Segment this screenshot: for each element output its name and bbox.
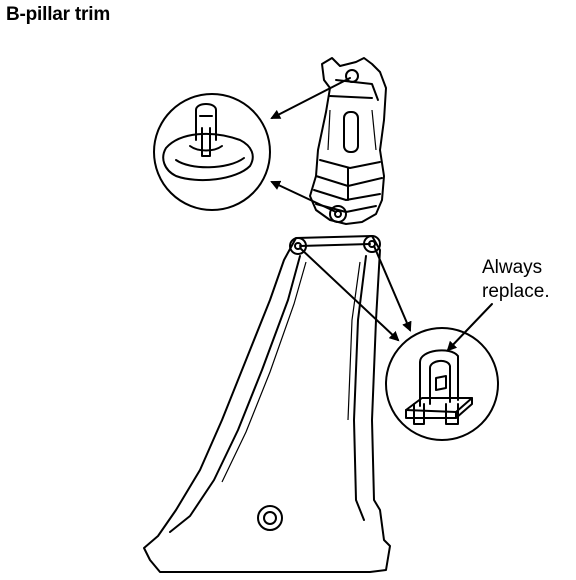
anchor-hole — [257, 505, 283, 531]
upper-clip-bottom — [329, 205, 347, 223]
replaceable-clip-magnifier — [385, 327, 499, 441]
callout-line-1: Always — [482, 257, 543, 278]
always-replace-callout: Always replace. — [482, 256, 550, 304]
diagram-title: B-pillar trim — [6, 4, 111, 25]
arrow-callout-to-clip — [446, 303, 493, 352]
clip-detail-magnifier — [153, 93, 271, 211]
upper-trim-piece — [309, 57, 387, 225]
arrow-right-clip-to-replaceable — [373, 245, 412, 332]
arrow-left-clip-to-replaceable — [299, 247, 400, 342]
callout-line-2: replace. — [482, 281, 550, 302]
leader-arrows — [270, 77, 493, 352]
upper-clip-top — [345, 69, 359, 83]
lower-trim-panel — [143, 235, 391, 573]
arrow-upper-clip-to-magnifier — [270, 77, 351, 119]
arrow-lower-upper-clip-to-magnifier — [270, 180, 337, 213]
